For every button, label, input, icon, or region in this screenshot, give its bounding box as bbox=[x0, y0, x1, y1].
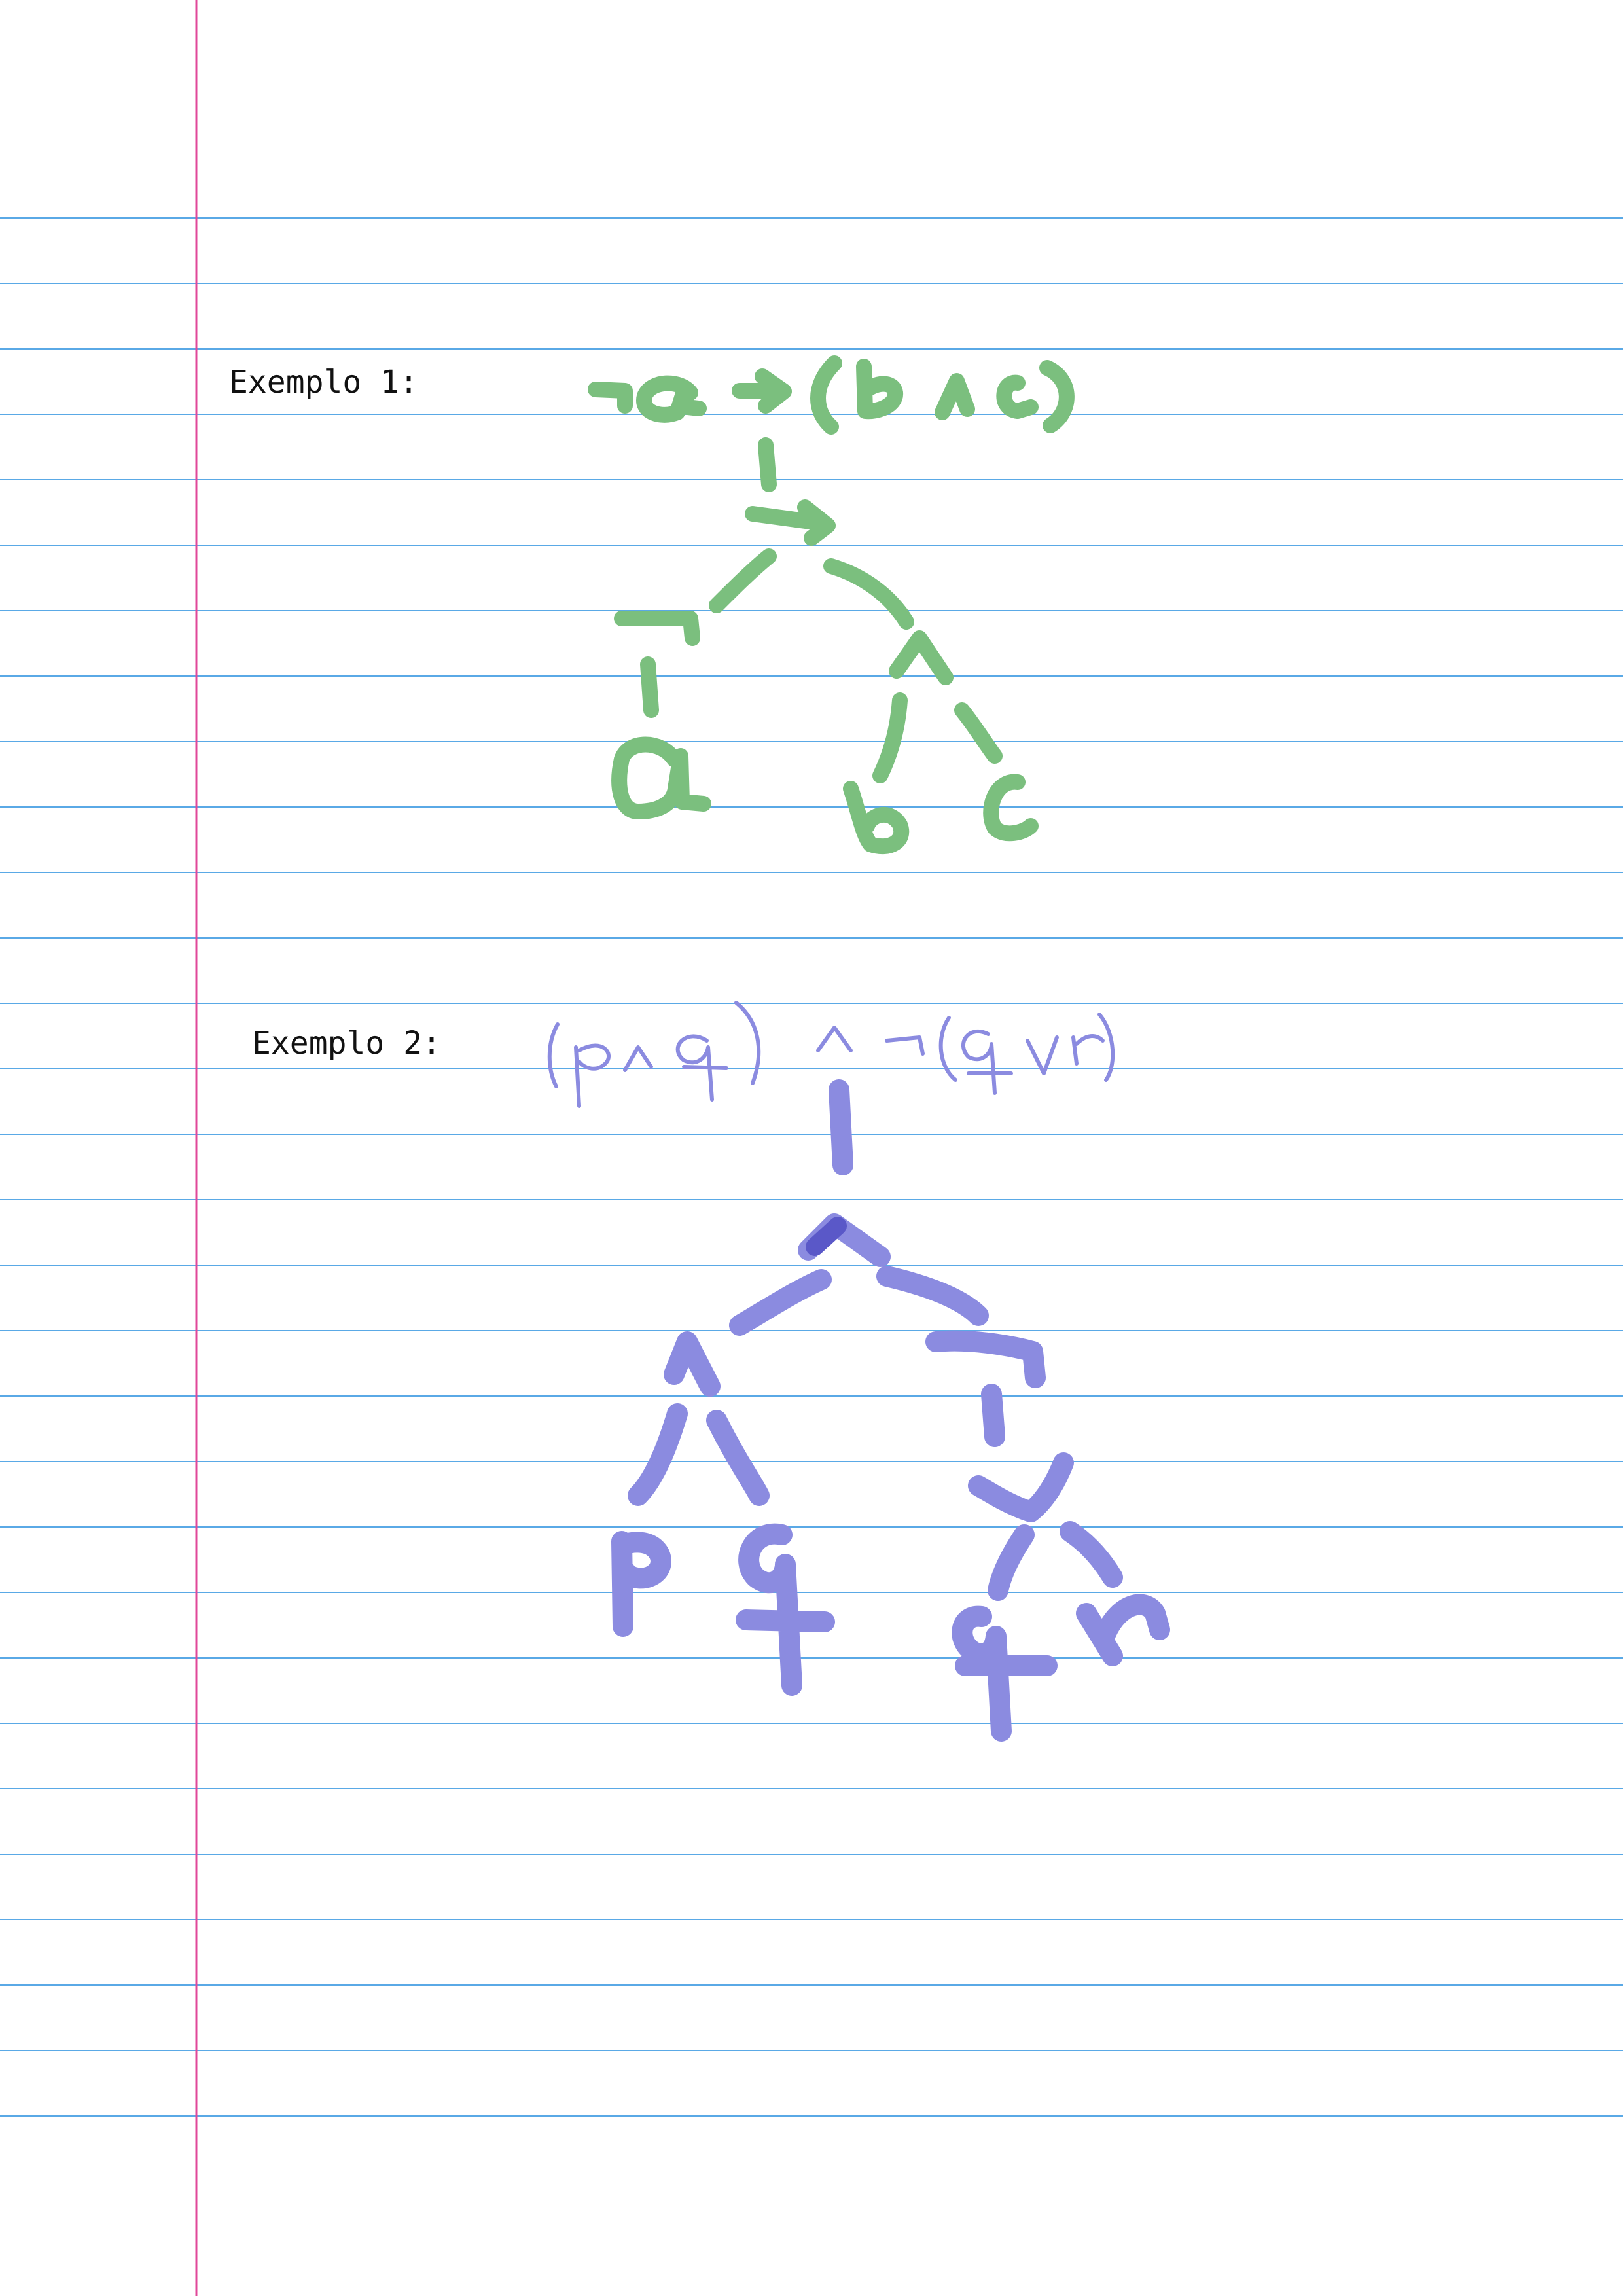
example-2-tree bbox=[611, 1079, 1170, 1742]
example-1-formula bbox=[588, 355, 1075, 435]
example-1-label: Exemplo 1: bbox=[229, 364, 418, 401]
ruled-lines bbox=[0, 217, 1623, 2117]
example-2-formula bbox=[547, 1001, 1115, 1108]
ink-overlap-mark bbox=[806, 1217, 847, 1256]
example-2-label: Exemplo 2: bbox=[252, 1025, 441, 1062]
example-1-tree bbox=[611, 437, 1039, 855]
